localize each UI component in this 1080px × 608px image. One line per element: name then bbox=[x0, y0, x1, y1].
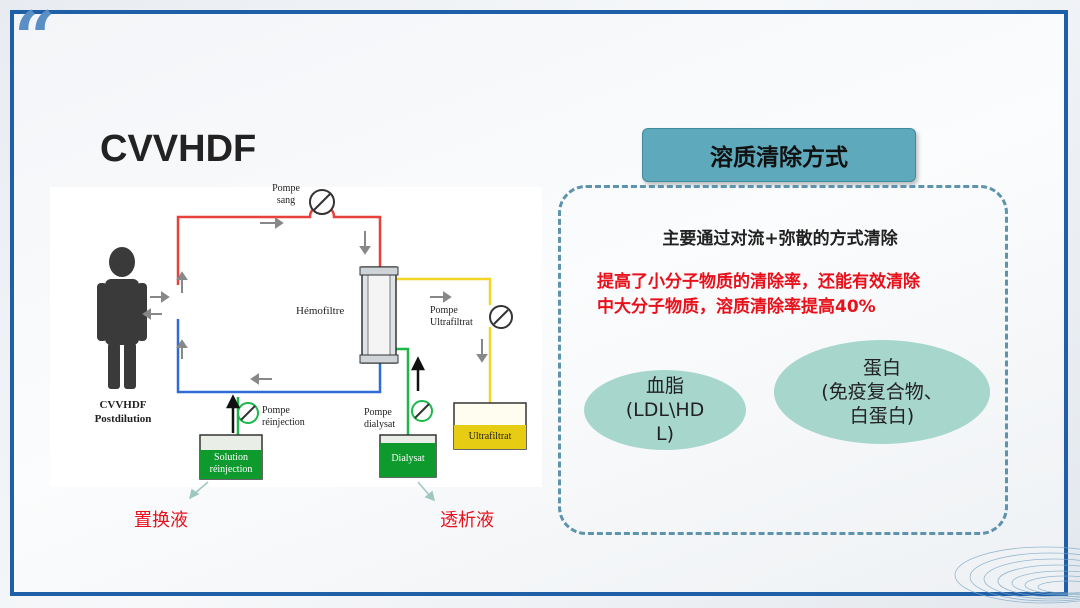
ellipse-blood-lipid-line3: L) bbox=[655, 423, 674, 445]
venous-line bbox=[176, 319, 382, 394]
dialysate-pump-icon bbox=[411, 400, 433, 422]
decorative-swirl-icon bbox=[954, 546, 1080, 604]
ellipse-blood-lipid-line2: (LDL\HD bbox=[625, 399, 705, 421]
ultrafiltrate-pump-icon bbox=[489, 305, 513, 329]
highlight-line-2: 中大分子物质，溶质清除率提高40% bbox=[597, 297, 876, 317]
fluid-arrows bbox=[225, 356, 426, 433]
label-ultrafiltrat: Ultrafiltrat bbox=[468, 431, 512, 442]
panel-main-text: 主要通过对流+弥散的方式清除 bbox=[662, 229, 898, 249]
ellipse-protein: 蛋白 (免疫复合物、 白蛋白) bbox=[774, 340, 990, 444]
label-pompe-reinjection: Pompe réinjection bbox=[262, 405, 305, 429]
label-solution-reinjection: Solution réinjection bbox=[200, 452, 262, 476]
blood-pump-icon bbox=[309, 189, 335, 215]
label-pompe-dialysat: Pompe dialysat bbox=[364, 407, 395, 431]
label-pompe-reinjection-line1: Pompe bbox=[262, 405, 290, 416]
caption-pointer-right bbox=[417, 481, 436, 502]
label-pompe-sang: Pompe sang bbox=[266, 183, 306, 207]
panel-heading: 溶质清除方式 bbox=[642, 128, 916, 182]
circuit-svg bbox=[97, 189, 527, 480]
label-hemofiltre: Hémofiltre bbox=[296, 305, 345, 317]
label-dialysat: Dialysat bbox=[391, 453, 425, 464]
reinjection-pump-icon bbox=[237, 402, 259, 424]
ellipse-protein-line3: 白蛋白) bbox=[849, 405, 915, 427]
label-pompe-ultrafiltrat: Pompe Ultrafiltrat bbox=[430, 305, 473, 329]
solute-clearance-panel bbox=[558, 185, 1008, 535]
quote-mark-icon: “ bbox=[14, 0, 56, 80]
dialysat-fill bbox=[380, 443, 436, 477]
label-patient: CVVHDF Postdilution bbox=[86, 398, 160, 426]
ellipse-blood-lipid-line1: 血脂 bbox=[645, 375, 684, 397]
flow-arrows bbox=[142, 217, 488, 385]
label-pompe-sang-line2: sang bbox=[276, 195, 296, 206]
label-pompe-dialysat-line1: Pompe bbox=[364, 407, 392, 418]
ultrafiltrat-fill bbox=[454, 425, 526, 449]
label-pompe-ultrafiltrat-line1: Pompe bbox=[430, 305, 458, 316]
label-solution-reinjection-line2: réinjection bbox=[209, 464, 253, 475]
label-patient-line1: CVVHDF bbox=[99, 399, 147, 411]
panel-highlight-text: 提高了小分子物质的清除率，还能有效清除 中大分子物质，溶质清除率提高40% bbox=[597, 270, 997, 320]
label-pompe-sang-line1: Pompe bbox=[272, 183, 300, 194]
slide-title: CVVHDF bbox=[100, 128, 257, 170]
cvvhdf-circuit-diagram: Pompe sang Hémofiltre Pompe Ultrafiltrat… bbox=[50, 183, 542, 487]
hemofilter-icon bbox=[359, 266, 399, 364]
caption-pointer-svg bbox=[188, 481, 436, 502]
patient-silhouette-icon bbox=[97, 247, 147, 389]
label-pompe-ultrafiltrat-line2: Ultrafiltrat bbox=[430, 317, 473, 328]
ultrafiltrate-line bbox=[392, 277, 492, 403]
ellipse-blood-lipid: 血脂 (LDL\HD L) bbox=[584, 370, 746, 450]
ellipse-protein-line1: 蛋白 bbox=[862, 357, 901, 379]
ellipse-protein-line2: (免疫复合物、 bbox=[821, 381, 943, 403]
label-pompe-dialysat-line2: dialysat bbox=[364, 419, 396, 430]
arterial-line bbox=[176, 203, 382, 285]
label-solution-reinjection-line1: Solution bbox=[214, 452, 248, 463]
label-patient-line2: Postdilution bbox=[94, 413, 152, 425]
caption-dialysate-fluid: 透析液 bbox=[440, 510, 494, 531]
solution-reinjection-fill bbox=[200, 450, 262, 479]
caption-pointer-left bbox=[188, 481, 209, 500]
highlight-line-1: 提高了小分子物质的清除率，还能有效清除 bbox=[597, 272, 920, 292]
caption-replacement-fluid: 置换液 bbox=[134, 510, 188, 531]
label-pompe-reinjection-line2: réinjection bbox=[262, 417, 305, 428]
